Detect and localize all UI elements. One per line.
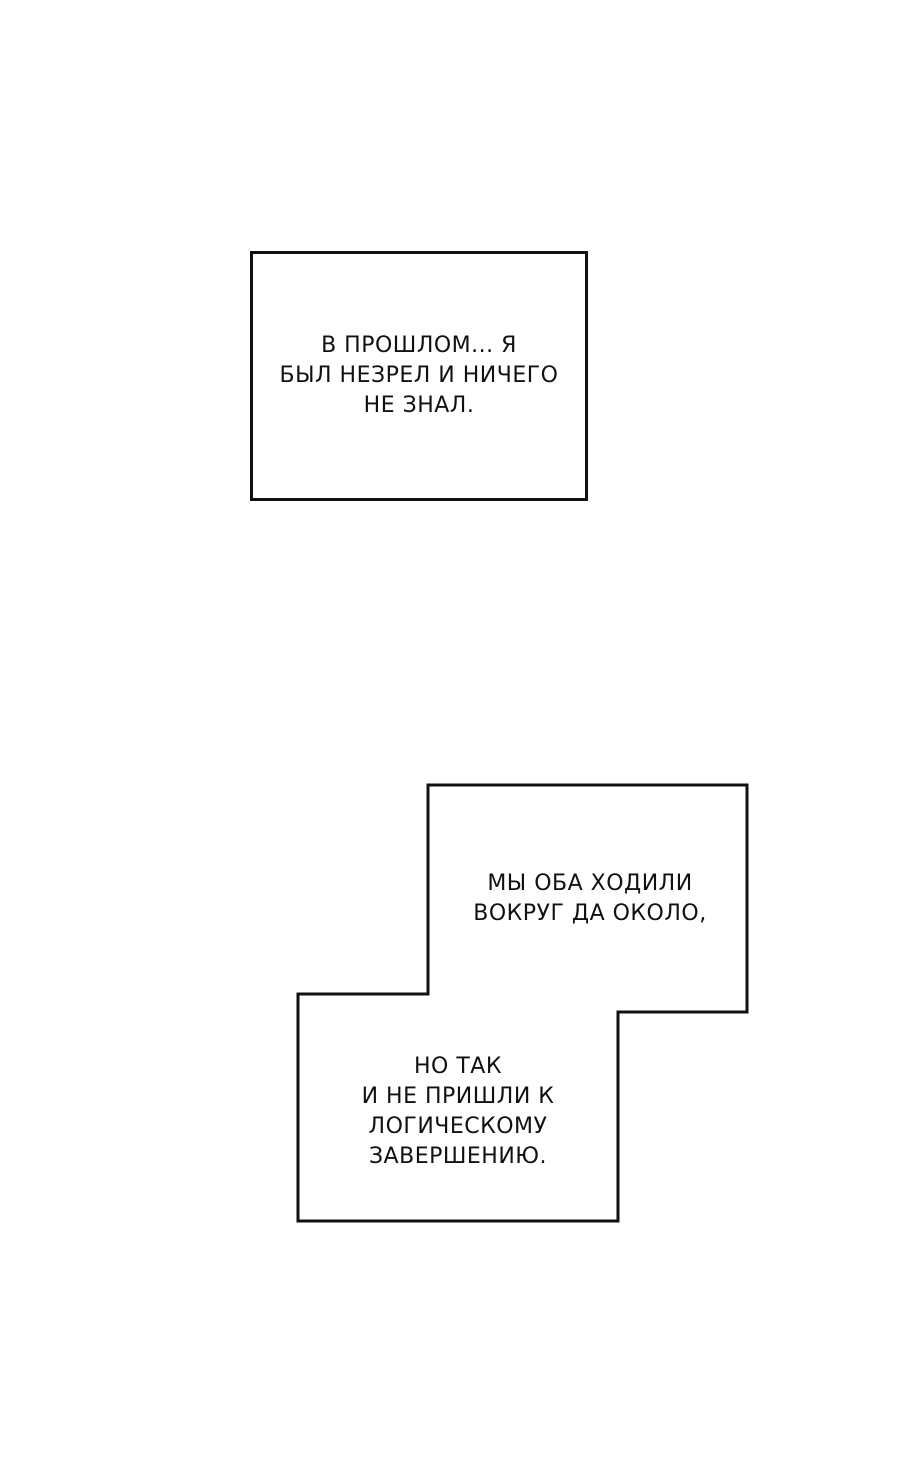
narration-line: НО ТАК xyxy=(414,1054,502,1079)
narration-line: НЕ ЗНАЛ. xyxy=(363,393,475,418)
narration-box-1 xyxy=(250,251,588,501)
narration-line: МЫ ОБА ХОДИЛИ xyxy=(487,871,693,896)
narration-line: ВОКРУГ ДА ОКОЛО, xyxy=(473,901,707,926)
narration-text-2b: НО ТАК И НЕ ПРИШЛИ К ЛОГИЧЕСКОМУ ЗАВЕРШЕ… xyxy=(300,1052,616,1172)
narration-line: БЫЛ НЕЗРЕЛ И НИЧЕГО xyxy=(279,363,559,388)
narration-line: ЗАВЕРШЕНИЮ. xyxy=(368,1144,548,1169)
narration-line: И НЕ ПРИШЛИ К xyxy=(361,1084,555,1109)
narration-text-2a: МЫ ОБА ХОДИЛИ ВОКРУГ ДА ОКОЛО, xyxy=(440,869,740,929)
narration-line: ЛОГИЧЕСКОМУ xyxy=(368,1114,548,1139)
narration-box-2-outline xyxy=(296,783,749,1223)
narration-line: В ПРОШЛОМ... Я xyxy=(321,333,517,358)
narration-text-1: В ПРОШЛОМ... Я БЫЛ НЕЗРЕЛ И НИЧЕГО НЕ ЗН… xyxy=(250,331,588,421)
